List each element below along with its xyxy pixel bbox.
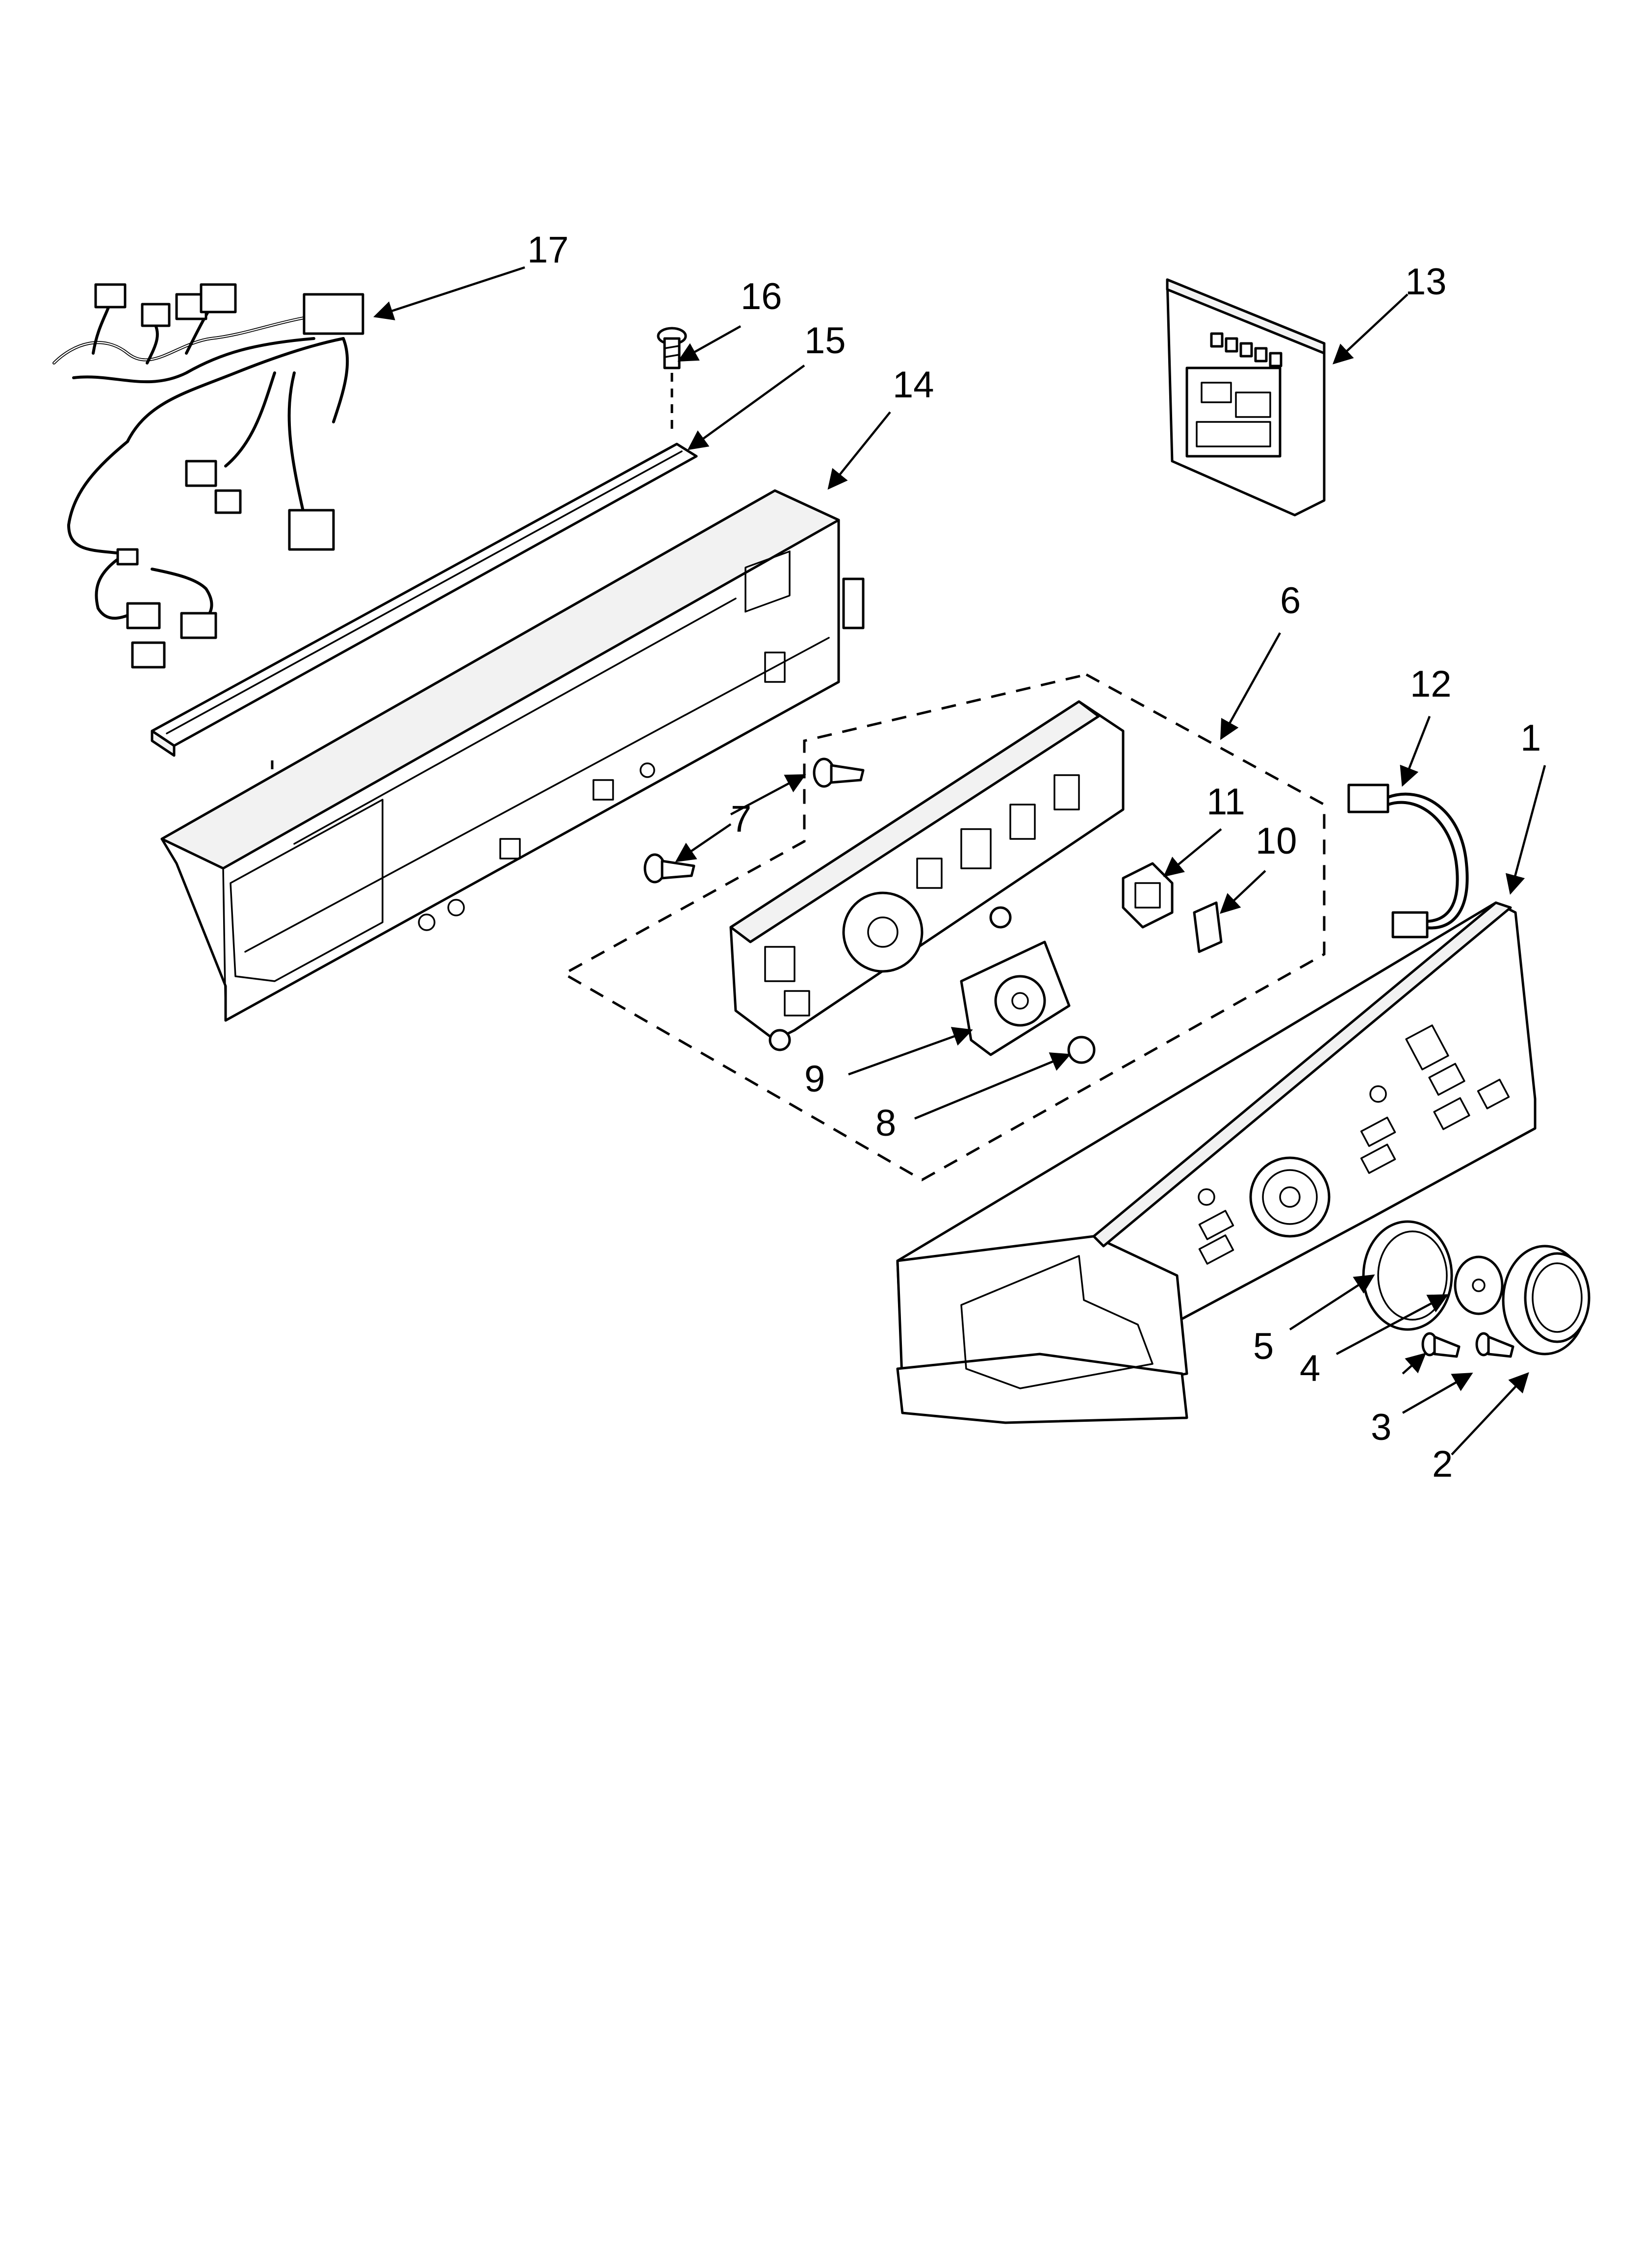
console-bracket bbox=[160, 489, 865, 1022]
callout-2: 2 bbox=[1432, 1443, 1453, 1485]
control-knob bbox=[1502, 1245, 1591, 1356]
callout-5: 5 bbox=[1253, 1326, 1274, 1367]
user-interface-board bbox=[729, 700, 1125, 1051]
callout-4: 4 bbox=[1300, 1348, 1320, 1389]
callout-9: 9 bbox=[804, 1058, 825, 1100]
callout-17: 17 bbox=[527, 229, 569, 271]
screw-7b bbox=[643, 853, 695, 884]
callout-16: 16 bbox=[741, 276, 782, 317]
screw-16 bbox=[657, 327, 687, 369]
knob-plate bbox=[1454, 1255, 1504, 1315]
screw-7a bbox=[813, 757, 865, 788]
wire-jumper bbox=[1347, 783, 1469, 938]
callout-14: 14 bbox=[893, 364, 934, 406]
console-panel bbox=[896, 901, 1537, 1424]
callout-6: 6 bbox=[1280, 580, 1301, 622]
screw-3a bbox=[1421, 1332, 1461, 1358]
screw-3b bbox=[1475, 1332, 1514, 1358]
callout-7: 7 bbox=[731, 798, 751, 840]
insulator-disc bbox=[1067, 1036, 1096, 1064]
switch-11 bbox=[1122, 862, 1174, 929]
control-board bbox=[1166, 278, 1326, 517]
callout-12: 12 bbox=[1410, 663, 1452, 705]
callout-8: 8 bbox=[875, 1102, 896, 1144]
rotary-encoder bbox=[960, 940, 1071, 1056]
mounting-rail bbox=[151, 443, 698, 757]
callout-10: 10 bbox=[1256, 820, 1297, 862]
knob-ring bbox=[1362, 1220, 1453, 1331]
wire-harness bbox=[52, 283, 364, 669]
leader-lines bbox=[373, 266, 1546, 1456]
callout-3: 3 bbox=[1371, 1407, 1391, 1448]
callout-15: 15 bbox=[804, 320, 846, 362]
callout-11: 11 bbox=[1206, 781, 1245, 823]
label-plate-10 bbox=[1193, 901, 1223, 953]
callout-labels: 1 2 3 4 5 6 7 8 9 10 11 12 13 14 15 16 1… bbox=[527, 229, 1541, 1485]
callout-1: 1 bbox=[1520, 717, 1541, 759]
callout-13: 13 bbox=[1405, 261, 1447, 303]
